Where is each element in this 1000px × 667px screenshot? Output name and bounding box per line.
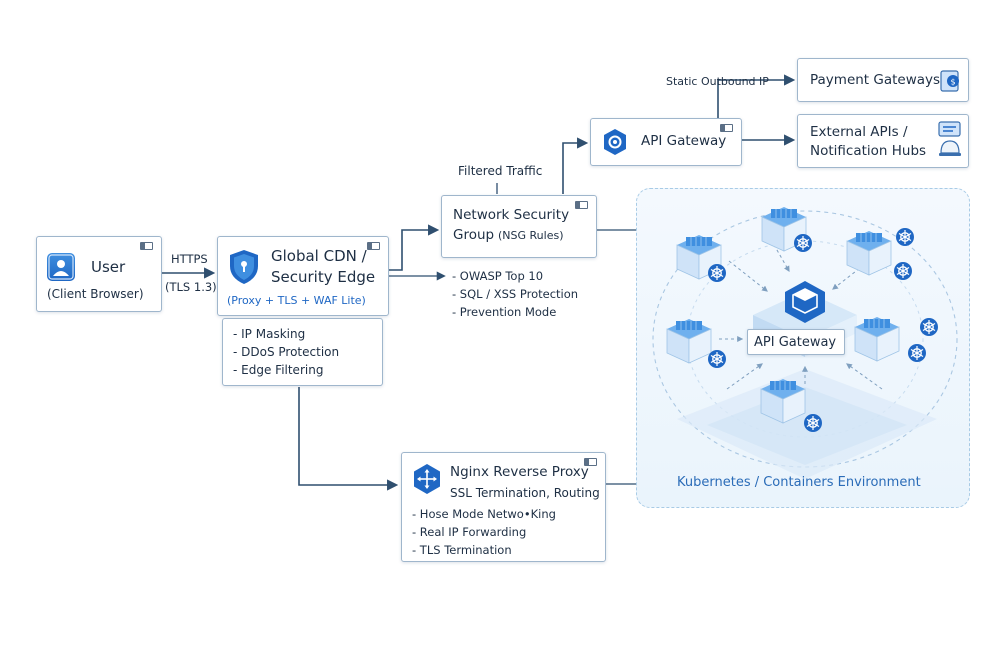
shield-icon — [230, 250, 258, 284]
user-title: User — [91, 258, 126, 276]
gear-icon — [604, 129, 626, 155]
window-tab-icon — [367, 242, 380, 250]
nginx-feature-list: - Hose Mode Netwo•King - Real IP Forward… — [412, 505, 556, 559]
nginx-node[interactable]: Nginx Reverse Proxy SSL Termination, Rou… — [401, 452, 606, 562]
payment-gateways-node[interactable]: Payment Gateways $ — [797, 58, 969, 102]
kubernetes-environment: API Gateway Kubernetes / Containers Envi… — [636, 188, 970, 508]
k8s-api-gateway-text: API Gateway — [754, 335, 837, 350]
nsg-subtitle-group: Group — [453, 227, 495, 243]
cdn-feature-item: - Edge Filtering — [233, 363, 324, 377]
waf-rule-item: - Prevention Mode — [452, 305, 557, 319]
user-avatar-icon — [47, 253, 75, 281]
api-gateway-title: API Gateway — [641, 133, 727, 149]
tls-label: (TLS 1.3) — [165, 280, 217, 294]
nsg-node[interactable]: Network Security Group (NSG Rules) — [441, 195, 597, 258]
external-line1: External APIs / — [810, 124, 908, 140]
waf-rules-list: - OWASP Top 10 - SQL / XSS Protection - … — [452, 267, 578, 321]
cdn-subtitle: (Proxy + TLS + WAF Lite) — [227, 294, 366, 307]
window-tab-icon — [575, 201, 588, 209]
nginx-feature-item: - TLS Termination — [412, 543, 512, 557]
cdn-features-panel: - IP Masking - DDoS Protection - Edge Fi… — [222, 318, 383, 386]
payment-title: Payment Gateways — [810, 72, 941, 88]
cdn-feature-item: - IP Masking — [233, 327, 306, 341]
nginx-feature-item: - Hose Mode Netwo•King — [412, 507, 556, 521]
filtered-traffic-label: Filtered Traffic — [458, 164, 543, 178]
edge-apigw-payment — [717, 74, 796, 118]
https-label: HTTPS — [171, 252, 208, 266]
edge-cdn-nsg — [389, 224, 440, 271]
routing-arrows-icon — [414, 464, 440, 494]
user-node[interactable]: User (Client Browser) — [36, 236, 162, 312]
user-subtitle: (Client Browser) — [47, 287, 144, 301]
k8s-env-label: Kubernetes / Containers Environment — [677, 475, 921, 490]
payment-card-icon: $ — [940, 70, 959, 92]
k8s-cluster-graphic — [652, 206, 958, 479]
waf-rule-item: - SQL / XSS Protection — [452, 287, 579, 301]
nsg-subtitle-rules: (NSG Rules) — [498, 229, 564, 242]
notification-bell-icon — [938, 121, 961, 156]
k8s-central-cube-icon — [785, 281, 825, 323]
window-tab-icon — [584, 458, 597, 466]
static-outbound-ip-label: Static Outbound IP — [666, 75, 769, 88]
edge-nsg-k8s — [597, 229, 641, 262]
edge-nsg-apigw — [562, 137, 589, 194]
external-line2: Notification Hubs — [810, 143, 927, 159]
cdn-feature-item: - DDoS Protection — [233, 345, 340, 359]
nginx-title: Nginx Reverse Proxy — [450, 464, 589, 480]
external-apis-node[interactable]: External APIs / Notification Hubs — [797, 114, 969, 168]
window-tab-icon — [720, 124, 733, 132]
window-tab-icon — [140, 242, 153, 250]
waf-rule-item: - OWASP Top 10 — [452, 269, 544, 283]
nginx-subtitle: SSL Termination, Routing — [450, 486, 600, 500]
nsg-title: Network Security — [453, 207, 570, 223]
cdn-title-line1: Global CDN / — [271, 247, 367, 265]
edge-cdn-nginx — [298, 387, 399, 491]
nginx-feature-item: - Real IP Forwarding — [412, 525, 527, 539]
svg-text:$: $ — [950, 78, 955, 87]
cdn-node[interactable]: Global CDN / Security Edge (Proxy + TLS … — [217, 236, 389, 316]
k8s-api-gateway-label[interactable]: API Gateway — [747, 329, 845, 355]
api-gateway-node[interactable]: API Gateway — [590, 118, 742, 166]
cdn-title-line2: Security Edge — [271, 268, 376, 286]
